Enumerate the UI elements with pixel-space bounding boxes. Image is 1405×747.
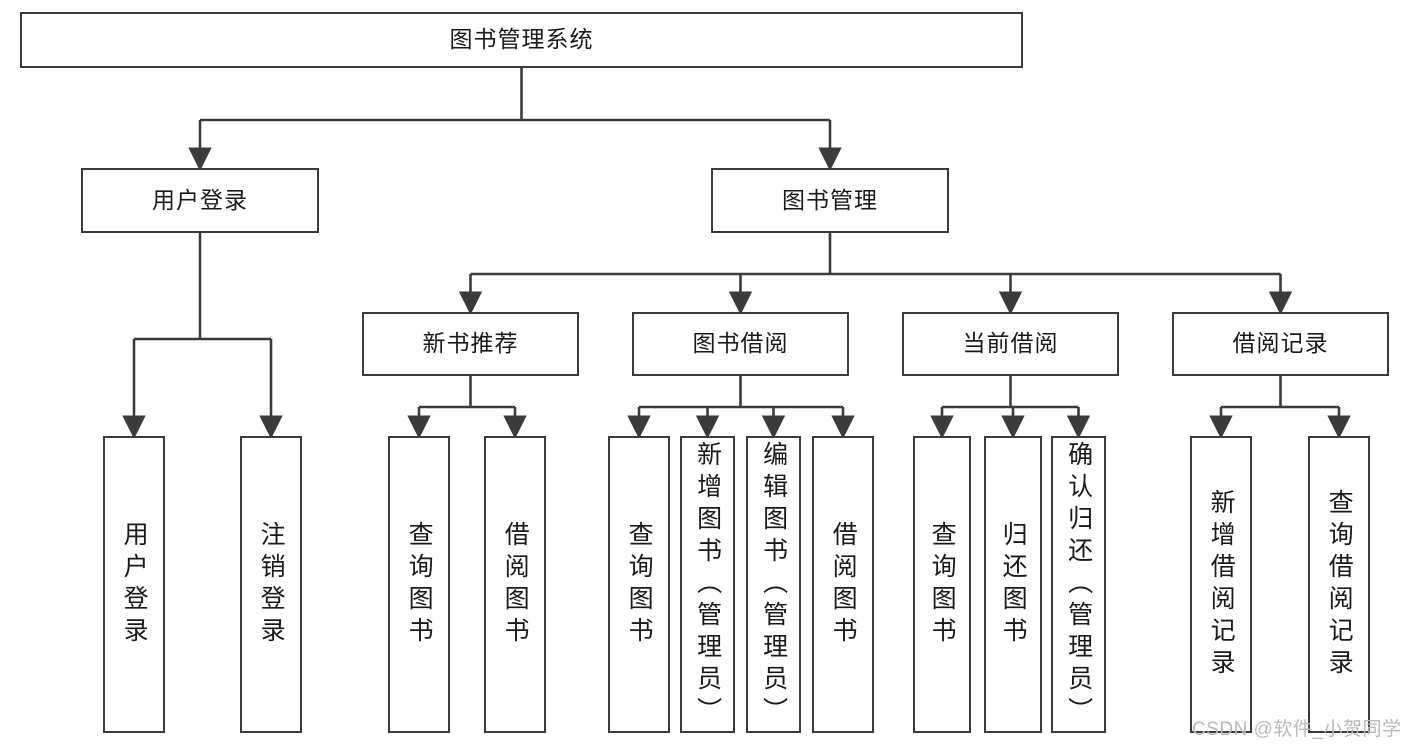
- node-label: 借阅图书: [501, 520, 530, 649]
- node-leaf-borrow-book-1[interactable]: 借阅图书: [484, 436, 546, 733]
- node-leaf-edit-book[interactable]: 编辑图书（管理员）: [746, 436, 801, 733]
- csdn-watermark: CSDN @软件_小贺同学: [1192, 719, 1402, 740]
- node-label: 借阅记录: [1232, 330, 1329, 357]
- node-label: 归还图书: [999, 520, 1028, 649]
- node-borrow-record[interactable]: 借阅记录: [1172, 312, 1389, 376]
- node-user-login[interactable]: 用户登录: [81, 168, 319, 233]
- node-label: 新增图书（管理员）: [693, 440, 722, 729]
- node-label: 查询图书: [405, 520, 434, 649]
- node-label: 查询图书: [928, 520, 957, 649]
- node-label: 图书管理: [782, 186, 878, 213]
- node-label: 用户登录: [152, 186, 248, 213]
- node-label: 图书管理系统: [449, 26, 594, 53]
- node-label: 注销登录: [257, 520, 286, 649]
- node-label: 借阅图书: [829, 520, 858, 649]
- node-leaf-query-book-2[interactable]: 查询图书: [608, 436, 670, 733]
- node-leaf-confirm-return[interactable]: 确认归还（管理员）: [1051, 436, 1106, 733]
- node-label: 新书推荐: [422, 330, 519, 357]
- node-label: 图书借阅: [692, 330, 789, 357]
- node-current-borrow[interactable]: 当前借阅: [902, 312, 1119, 376]
- node-leaf-user-login[interactable]: 用户登录: [103, 436, 165, 733]
- node-book-manage[interactable]: 图书管理: [711, 168, 949, 233]
- node-leaf-return-book[interactable]: 归还图书: [984, 436, 1042, 733]
- node-book-borrow[interactable]: 图书借阅: [632, 312, 849, 376]
- node-label: 当前借阅: [962, 330, 1059, 357]
- node-leaf-borrow-book-2[interactable]: 借阅图书: [812, 436, 874, 733]
- node-leaf-add-record[interactable]: 新增借阅记录: [1190, 436, 1252, 733]
- node-label: 编辑图书（管理员）: [759, 440, 788, 729]
- node-label: 用户登录: [120, 520, 149, 649]
- node-leaf-query-book-1[interactable]: 查询图书: [388, 436, 450, 733]
- node-label: 查询图书: [625, 520, 654, 649]
- node-leaf-user-logout[interactable]: 注销登录: [240, 436, 302, 733]
- node-leaf-query-book-3[interactable]: 查询图书: [913, 436, 971, 733]
- node-root[interactable]: 图书管理系统: [20, 12, 1023, 68]
- node-leaf-query-record[interactable]: 查询借阅记录: [1308, 436, 1370, 733]
- node-label: 确认归还（管理员）: [1064, 440, 1093, 729]
- node-label: 查询借阅记录: [1325, 488, 1354, 681]
- node-new-book-rec[interactable]: 新书推荐: [362, 312, 579, 376]
- node-leaf-add-book[interactable]: 新增图书（管理员）: [680, 436, 735, 733]
- node-label: 新增借阅记录: [1207, 488, 1236, 681]
